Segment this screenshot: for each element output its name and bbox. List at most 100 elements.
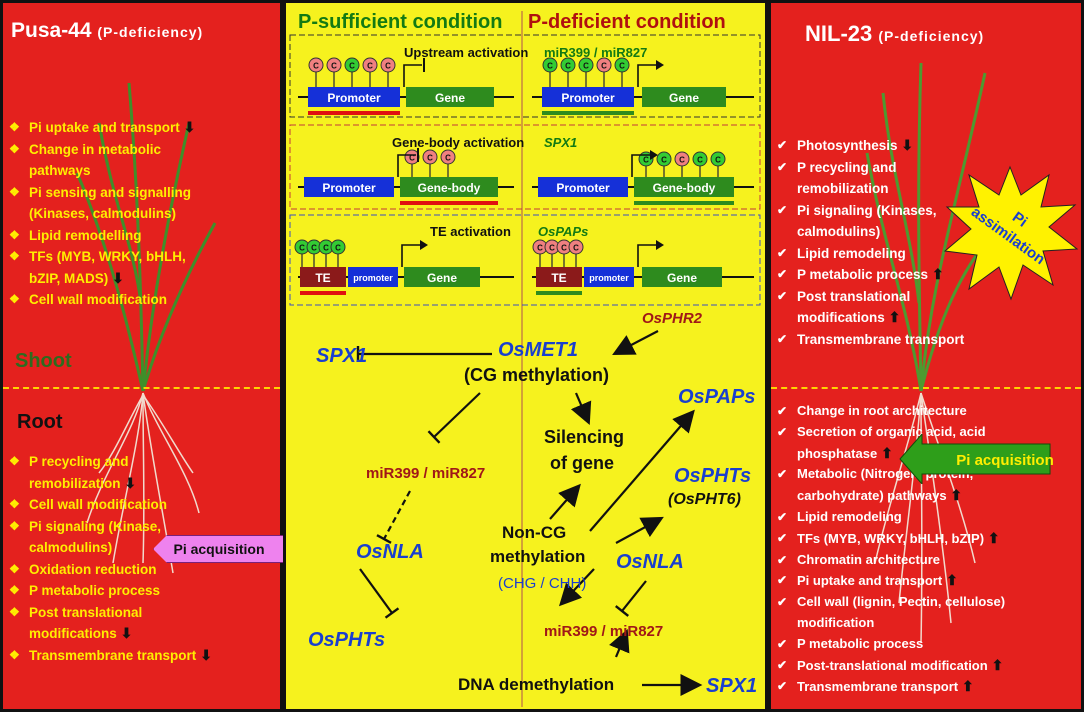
inhibition-bar (384, 607, 400, 619)
item-text: Transmembrane transport (797, 331, 965, 347)
osnla-inhibits-osphts (359, 568, 393, 614)
item-text: P recycling and remobilization (29, 454, 129, 491)
box1-title: Upstream activation (404, 45, 529, 60)
pi-assimilation-burst-icon: Pi assimilation (943, 165, 1079, 301)
shoot-response-item: Cell wall modification (7, 289, 217, 311)
demethylation-bar (536, 291, 582, 295)
osphr2-activates-osmet1 (612, 330, 659, 356)
osnla-inhibits-osphts-right (621, 580, 647, 612)
shoot-response-item: Photosynthesis ⬇ (775, 135, 975, 157)
box2-gene: SPX1 (544, 135, 578, 150)
cg-methylation-label: (CG methylation) (464, 365, 610, 385)
panel-title: Pusa-44 (P-deficiency) (11, 19, 203, 43)
gene-body-activation-box (289, 124, 761, 210)
gene-body-label: Gene-body (418, 181, 481, 195)
noncg-to-demethylation-link (558, 568, 595, 607)
methylation-bar (300, 291, 346, 295)
osnla-left-label: OsNLA (356, 541, 424, 563)
te-block (300, 267, 346, 287)
box3-gene: OsPAPs (538, 224, 589, 239)
arrow-up-icon: ⬆ (884, 309, 901, 325)
te-label: TE (551, 271, 566, 285)
soil-line (3, 387, 280, 389)
root-response-item: P metabolic process (775, 634, 1023, 655)
item-text: Cell wall (lignin, Pectin, cellulose) mo… (797, 594, 1006, 630)
methylated-cpg-icon (674, 151, 690, 167)
osphr2-label: OsPHR2 (642, 310, 703, 327)
box1-gene: miR399 / miR827 (544, 45, 648, 60)
methylated-cpg-icon (568, 239, 584, 255)
root-response-item: Change in root architecture (775, 401, 1023, 422)
osmet1-to-silencing (570, 392, 592, 426)
demethylation-bar (634, 201, 734, 205)
left-panel-pusa44: Pusa-44 (P-deficiency) Pi uptake and tra… (0, 0, 285, 712)
silencing-label-2: of gene (550, 453, 615, 473)
cpg-mark: C (331, 62, 337, 71)
gene-label: Gene (427, 271, 457, 285)
root-response-item: Oxidation reduction (7, 559, 215, 581)
gene-block (406, 87, 494, 107)
root-response-item: Post translational modifications ⬇ (7, 602, 215, 645)
unmethylated-cpg-icon (344, 57, 360, 73)
cpg-mark: C (679, 156, 685, 165)
noncg-label-2: methylation (490, 547, 586, 566)
methylated-cpg-icon (422, 149, 438, 165)
osphts-right-label: OsPHTs (674, 465, 752, 487)
unmethylated-cpg-icon (656, 151, 672, 167)
shoot-label: Shoot (15, 350, 72, 372)
shoot-response-item: Pi uptake and transport ⬇ (7, 117, 217, 139)
gene-label: Gene (669, 91, 699, 105)
cpg-mark: C (547, 62, 553, 71)
item-text: TFs (MYB, WRKY, bHLH, bZIP) (797, 530, 985, 546)
noncg-to-silencing (549, 483, 581, 520)
soil-line (771, 387, 1081, 389)
item-text: Post translational modifications (29, 604, 143, 642)
item-text: Pi uptake and transport (29, 120, 180, 135)
cpg-mark: C (409, 154, 415, 163)
item-text: P recycling and remobilization (797, 159, 897, 197)
transcription-start-icon (631, 154, 650, 177)
noncg-to-ospaps (589, 409, 695, 532)
shoot-response-item: Transmembrane transport (775, 329, 975, 351)
arrow-up-icon: ⬆ (928, 266, 944, 282)
promoter-block (542, 87, 634, 107)
spx1-top-label: SPX1 (316, 345, 368, 367)
cpg-mark: C (561, 244, 567, 253)
methylated-cpg-icon (308, 57, 324, 73)
shoot-response-item: Lipid remodeling (775, 243, 975, 265)
condition-label: (P-deficiency) (97, 24, 204, 40)
item-text: Cell wall modification (29, 292, 168, 307)
cpg-mark: C (349, 62, 355, 71)
methylated-cpg-icon (362, 57, 378, 73)
shoot-response-item: Pi sensing and signalling (Kinases, calm… (7, 182, 217, 225)
ospht6-label: (OsPHT6) (668, 491, 741, 508)
item-text: Secretion of organic acid, acid phosphat… (797, 423, 986, 461)
methylated-cpg-icon (596, 57, 612, 73)
root-response-item: P recycling and remobilization ⬇ (7, 451, 215, 494)
root-response-item: Transmembrane transport ⬆ (775, 676, 1023, 698)
item-text: Change in root architecture (797, 403, 967, 418)
item-text: Oxidation reduction (29, 561, 157, 577)
root-response-item: Lipid remodeling (775, 507, 1023, 528)
shoot-response-item: Post translational modifications ⬆ (775, 286, 975, 329)
cultivar-name: NIL-23 (805, 21, 873, 46)
arrow-up-icon: ⬆ (987, 656, 1004, 673)
cpg-mark: C (573, 244, 579, 253)
transcription-start-icon (637, 64, 656, 87)
unmethylated-cpg-icon (692, 151, 708, 167)
arrow-down-icon: ⬇ (108, 269, 124, 286)
active-arrow-icon (656, 60, 664, 70)
cpg-mark: C (549, 244, 555, 253)
gene-label: Gene (435, 91, 465, 105)
root-response-item: Cell wall (lignin, Pectin, cellulose) mo… (775, 592, 1023, 634)
arrow-up-icon: ⬆ (946, 487, 963, 504)
osnla-right-label: OsNLA (616, 551, 684, 573)
osphts-left-label: OsPHTs (308, 629, 386, 651)
arrow-down-icon: ⬇ (196, 646, 212, 663)
cultivar-name: Pusa-44 (11, 19, 92, 42)
transcription-start-icon (637, 244, 656, 267)
promoter-block (308, 87, 400, 107)
shoot-response-item: P recycling and remobilization (775, 157, 975, 200)
gene-body-label: Gene-body (653, 181, 716, 195)
